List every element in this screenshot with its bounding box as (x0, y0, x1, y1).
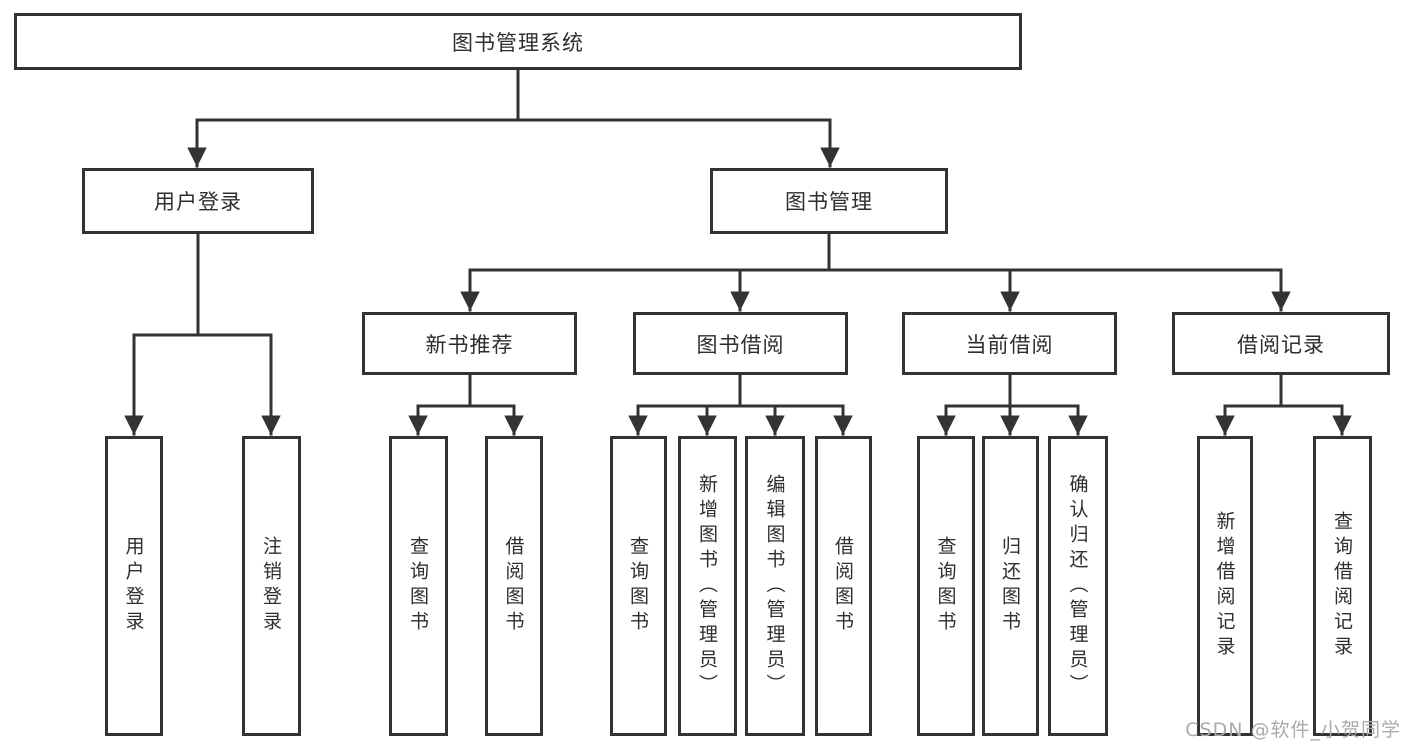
node-col-borrow-books-2-label: 借阅图书 (832, 536, 854, 636)
node-col-logout: 注销登录 (242, 436, 301, 736)
node-col-add-book-admin-label: 新增图书（管理员） (696, 473, 718, 699)
node-col-user-login-label: 用户登录 (122, 536, 145, 636)
node-col-query-books-1-label: 查询图书 (407, 536, 429, 636)
node-borrowing-records: 借阅记录 (1172, 312, 1390, 375)
node-book-borrowing-label: 图书借阅 (696, 332, 785, 357)
node-col-query-books-2: 查询图书 (610, 436, 667, 736)
node-col-add-book-admin: 新增图书（管理员） (678, 436, 737, 736)
node-col-edit-book-admin: 编辑图书（管理员） (745, 436, 805, 736)
node-user-login-group-label: 用户登录 (154, 190, 242, 214)
node-book-management-label: 图书管理 (785, 190, 873, 214)
node-col-edit-book-admin-label: 编辑图书（管理员） (763, 473, 786, 699)
node-col-query-books-3: 查询图书 (917, 436, 975, 736)
node-book-management: 图书管理 (710, 168, 948, 234)
node-col-add-borrow-record-label: 新增借阅记录 (1213, 511, 1236, 661)
node-col-borrow-books-1: 借阅图书 (485, 436, 543, 736)
node-col-return-books-label: 归还图书 (999, 536, 1021, 636)
node-borrowing-records-label: 借阅记录 (1237, 332, 1325, 357)
node-col-borrow-books-1-label: 借阅图书 (502, 536, 525, 636)
node-library-system-label: 图书管理系统 (452, 30, 584, 55)
node-col-user-login: 用户登录 (105, 436, 163, 736)
node-col-borrow-books-2: 借阅图书 (815, 436, 872, 736)
node-book-borrowing: 图书借阅 (633, 312, 848, 375)
node-col-add-borrow-record: 新增借阅记录 (1197, 436, 1253, 736)
csdn-watermark: CSDN @软件_小贺同学 (1185, 719, 1401, 741)
node-current-borrowing-label: 当前借阅 (965, 332, 1054, 357)
node-col-return-books: 归还图书 (982, 436, 1039, 736)
node-col-logout-label: 注销登录 (260, 536, 282, 636)
node-col-query-books-3-label: 查询图书 (934, 536, 957, 636)
node-col-confirm-return-admin-label: 确认归还（管理员） (1066, 473, 1089, 699)
node-col-query-books-1: 查询图书 (389, 436, 448, 736)
node-user-login-group: 用户登录 (82, 168, 314, 234)
node-current-borrowing: 当前借阅 (902, 312, 1117, 375)
node-col-query-borrow-record-label: 查询借阅记录 (1331, 511, 1353, 661)
node-library-system: 图书管理系统 (14, 13, 1022, 70)
node-col-confirm-return-admin: 确认归还（管理员） (1048, 436, 1108, 736)
node-new-book-recommendation: 新书推荐 (362, 312, 577, 375)
node-col-query-borrow-record: 查询借阅记录 (1313, 436, 1372, 736)
node-col-query-books-2-label: 查询图书 (627, 536, 649, 636)
node-new-book-recommendation-label: 新书推荐 (425, 332, 514, 357)
